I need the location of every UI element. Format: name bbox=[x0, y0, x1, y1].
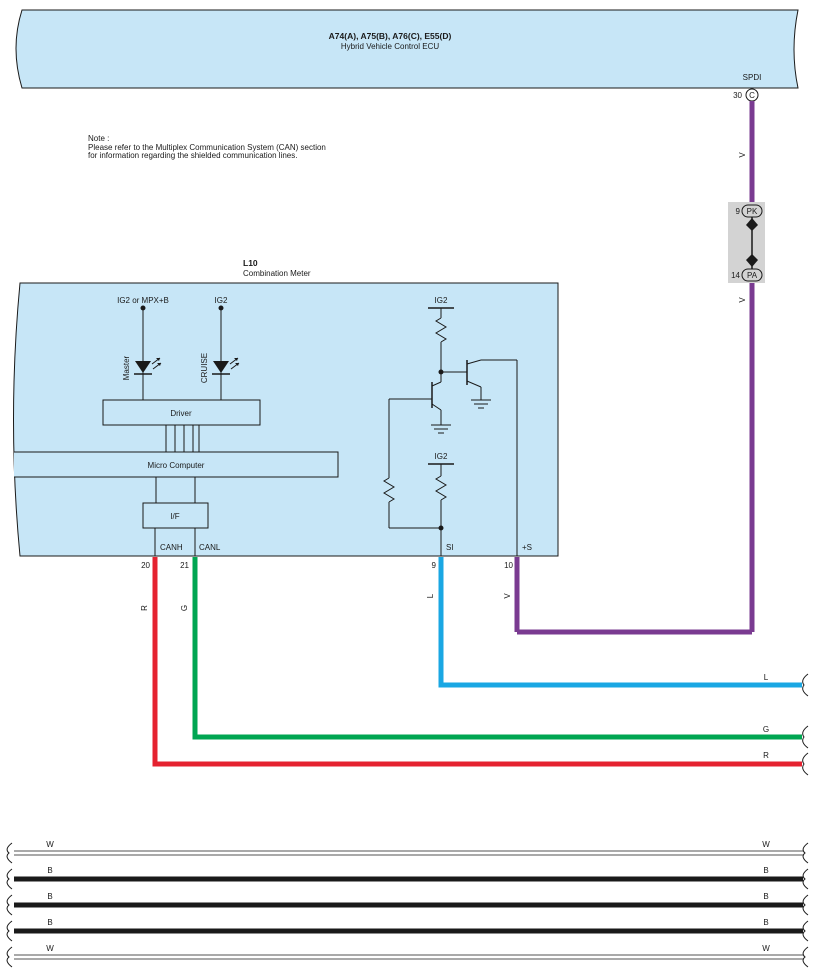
wire-label-canh: R bbox=[140, 605, 149, 611]
break-mark-right bbox=[802, 894, 809, 916]
supply-tr1-label: IG2 bbox=[435, 296, 448, 305]
wire-label-spdi-top: V bbox=[738, 152, 747, 158]
bundle-label-left: W bbox=[46, 840, 54, 849]
bundle-label-right: B bbox=[763, 918, 768, 927]
supply-tr2-label: IG2 bbox=[435, 452, 448, 461]
interface-label: I/F bbox=[170, 512, 179, 521]
master-indicator-circuit bbox=[140, 305, 146, 400]
wire-label-si: L bbox=[426, 593, 435, 598]
bundle-label-left: B bbox=[47, 892, 52, 901]
speed-signal-circuit bbox=[383, 307, 518, 556]
term-s: +S bbox=[522, 543, 532, 552]
bundle-label-left: B bbox=[47, 918, 52, 927]
bundle-label-right: B bbox=[763, 866, 768, 875]
ecu-terminal: 30 C bbox=[733, 88, 759, 102]
wire-spdi bbox=[514, 101, 755, 635]
meter-box: L10 Combination Meter bbox=[13, 258, 559, 557]
junction-bottom-pin: 14 bbox=[731, 271, 740, 280]
supply-left-label: IG2 or MPX+B bbox=[117, 296, 169, 305]
wire-canl-green bbox=[192, 557, 802, 740]
master-led-icon bbox=[134, 357, 162, 375]
cruise-led-icon bbox=[212, 357, 240, 375]
driver-bus bbox=[165, 425, 200, 452]
note-line-2: for information regarding the shielded c… bbox=[88, 151, 298, 161]
wire-label-canl: G bbox=[180, 605, 189, 611]
wire-si-blue bbox=[438, 557, 802, 688]
meter-name: Combination Meter bbox=[243, 269, 311, 278]
wire-label-s: V bbox=[503, 593, 512, 599]
pin-canh: 20 bbox=[141, 561, 150, 570]
junction-top-conn: PK bbox=[747, 207, 758, 216]
term-si: SI bbox=[446, 543, 454, 552]
ecu-terminal-pin: 30 bbox=[733, 91, 742, 100]
led-cruise-label: CRUISE bbox=[200, 353, 209, 383]
junction-top-pin: 9 bbox=[736, 207, 741, 216]
break-mark-left bbox=[6, 868, 13, 890]
wire-label-out-r: R bbox=[763, 751, 769, 760]
junction-bottom-conn: PA bbox=[747, 271, 758, 280]
meter-code: L10 bbox=[243, 258, 258, 268]
ecu-name: Hybrid Vehicle Control ECU bbox=[341, 42, 439, 51]
micro-if-link bbox=[155, 477, 196, 503]
junction-connector: 9 PK 14 PA bbox=[728, 202, 765, 283]
break-mark-right bbox=[802, 920, 809, 942]
bundle-label-right: B bbox=[763, 892, 768, 901]
ecu-terminal-label: SPDI bbox=[743, 73, 762, 82]
bundle-label-left: B bbox=[47, 866, 52, 875]
term-canh: CANH bbox=[160, 543, 183, 552]
wire-label-spdi-bottom: V bbox=[738, 297, 747, 303]
note-line-1: Please refer to the Multiplex Communicat… bbox=[88, 142, 326, 152]
note-heading: Note : bbox=[88, 134, 110, 143]
term-canl: CANL bbox=[199, 543, 221, 552]
driver-label: Driver bbox=[170, 409, 192, 418]
break-mark-left bbox=[6, 920, 13, 942]
break-mark-left bbox=[6, 946, 13, 968]
break-mark-right bbox=[802, 946, 809, 968]
bundle-label-left: W bbox=[46, 944, 54, 953]
interface-block: I/F bbox=[142, 502, 209, 529]
driver-block: Driver bbox=[102, 399, 261, 426]
wire-label-out-g: G bbox=[763, 725, 769, 734]
pin-canl: 21 bbox=[180, 561, 189, 570]
bundle-label-right: W bbox=[762, 840, 770, 849]
cruise-indicator-circuit bbox=[218, 305, 224, 400]
break-mark-right bbox=[802, 842, 809, 864]
wire-label-out-l: L bbox=[764, 673, 769, 682]
can-internal-lines bbox=[154, 528, 196, 556]
micro-label: Micro Computer bbox=[148, 461, 205, 470]
pin-s: 10 bbox=[504, 561, 513, 570]
break-mark-left bbox=[6, 842, 13, 864]
wire-canh-red bbox=[152, 557, 802, 767]
break-mark-left bbox=[6, 894, 13, 916]
ecu-box: A74(A), A75(B), A76(C), E55(D) Hybrid Ve… bbox=[15, 9, 799, 89]
led-master-label: Master bbox=[122, 355, 131, 380]
note-block: Note : Please refer to the Multiplex Com… bbox=[88, 134, 326, 161]
supply-mid-label: IG2 bbox=[215, 296, 228, 305]
ecu-terminal-conn: C bbox=[749, 91, 755, 100]
micro-computer-block: Micro Computer bbox=[14, 451, 339, 478]
wire-break-marks-right bbox=[802, 673, 809, 776]
pin-si: 9 bbox=[432, 561, 437, 570]
bundle-label-right: W bbox=[762, 944, 770, 953]
break-mark-right bbox=[802, 868, 809, 890]
ecu-connectors: A74(A), A75(B), A76(C), E55(D) bbox=[329, 31, 452, 41]
